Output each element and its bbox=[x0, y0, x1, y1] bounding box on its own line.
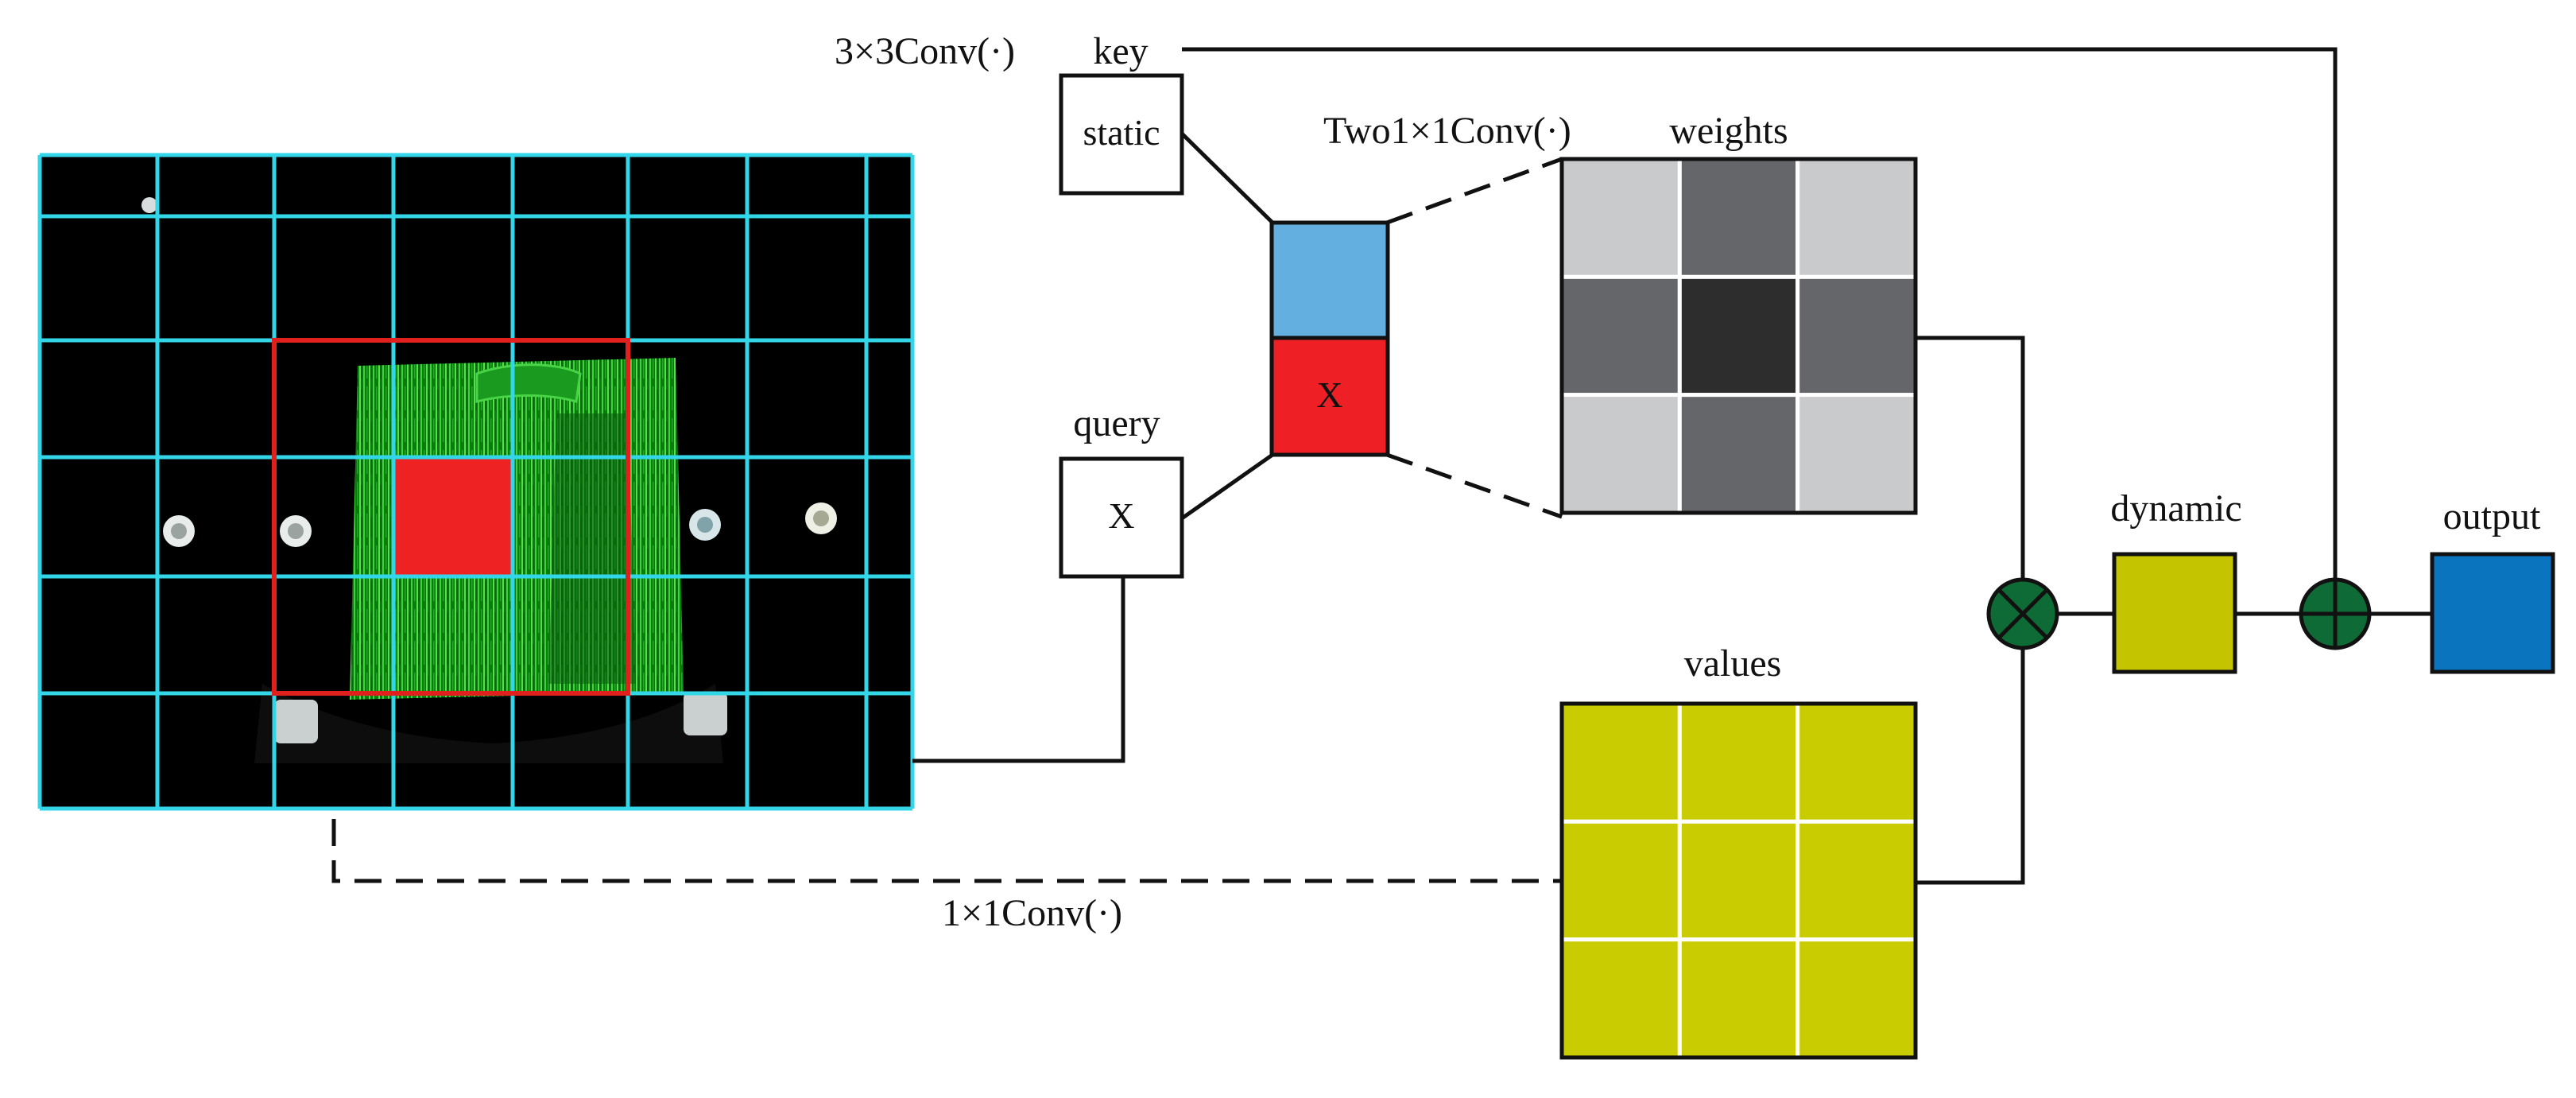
screw-markers bbox=[141, 197, 837, 743]
concat-red-block bbox=[1269, 336, 1390, 457]
weights-cell bbox=[1795, 274, 1918, 398]
key-to-concat-line bbox=[1180, 132, 1274, 224]
weights-cell bbox=[1677, 157, 1800, 279]
values-cell bbox=[1559, 819, 1682, 942]
weights-cell bbox=[1795, 393, 1918, 515]
values-cell bbox=[1559, 701, 1682, 824]
conv1x1-dashed-line bbox=[331, 819, 1562, 883]
values-cell bbox=[1677, 701, 1800, 824]
values-cell bbox=[1795, 701, 1918, 824]
values-cell bbox=[1677, 937, 1800, 1060]
conv3x3-label: 3×3Conv(·) bbox=[835, 30, 1015, 72]
key-label: key bbox=[1093, 30, 1148, 72]
multiply-operator bbox=[1986, 577, 2059, 650]
static-box: static bbox=[1059, 73, 1184, 196]
values-grid bbox=[1559, 701, 1918, 1060]
clamp-left bbox=[274, 700, 318, 743]
clamp-right bbox=[684, 692, 727, 735]
input-image-panel bbox=[37, 153, 915, 811]
concat-blue-block bbox=[1269, 220, 1390, 340]
weights-to-multiply-line bbox=[1916, 336, 2025, 580]
values-cell bbox=[1559, 937, 1682, 1060]
weights-cell bbox=[1559, 157, 1682, 279]
values-border bbox=[1559, 701, 1918, 1060]
weights-cell bbox=[1677, 393, 1800, 515]
neighborhood-outline bbox=[272, 338, 630, 696]
weights-label: weights bbox=[1669, 110, 1788, 152]
concat-red-label: X bbox=[1316, 374, 1342, 415]
values-cell bbox=[1677, 819, 1800, 942]
add-operator bbox=[2299, 577, 2372, 650]
output-box bbox=[2430, 552, 2555, 674]
weights-cell bbox=[1559, 274, 1682, 398]
query-box: X bbox=[1059, 456, 1184, 579]
key-skip-line bbox=[1182, 47, 2338, 580]
concat-to-weights-bottom-dashed bbox=[1386, 452, 1563, 519]
two-conv-label: Two1×1Conv(·) bbox=[1323, 110, 1571, 152]
conv1x1-label: 1×1Conv(·) bbox=[942, 892, 1122, 934]
dynamic-box bbox=[2112, 552, 2237, 674]
query-label: query bbox=[1073, 402, 1160, 444]
weights-cell bbox=[1677, 274, 1800, 398]
query-patch bbox=[393, 457, 513, 576]
screw-5 bbox=[141, 197, 157, 213]
dynamic-label: dynamic bbox=[2110, 487, 2241, 530]
weights-border bbox=[1559, 157, 1918, 515]
image-to-query-line bbox=[912, 576, 1125, 763]
concat-to-weights-top-dashed bbox=[1386, 157, 1563, 225]
values-cell bbox=[1795, 937, 1918, 1060]
weights-cell bbox=[1559, 393, 1682, 515]
connection-lines bbox=[331, 47, 2432, 885]
specimen-photo bbox=[254, 358, 723, 763]
values-cell bbox=[1795, 819, 1918, 942]
weights-cell bbox=[1795, 157, 1918, 279]
static-label: static bbox=[1083, 112, 1160, 153]
weights-grid bbox=[1559, 157, 1918, 515]
query-box-label: X bbox=[1108, 495, 1134, 536]
concat-block: X bbox=[1269, 220, 1390, 457]
values-label: values bbox=[1684, 642, 1782, 685]
output-label: output bbox=[2443, 495, 2541, 537]
query-to-concat-line bbox=[1180, 452, 1274, 521]
values-to-multiply-line bbox=[1916, 648, 2025, 885]
